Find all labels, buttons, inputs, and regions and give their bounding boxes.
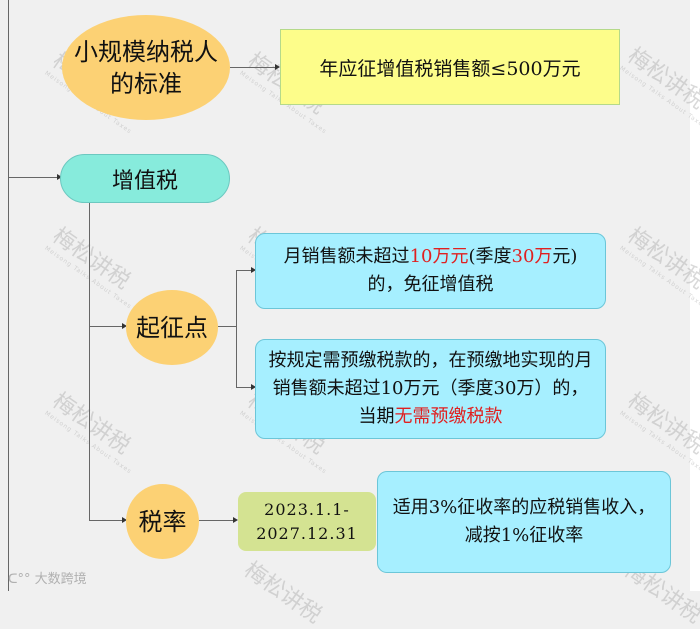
arrow-icon <box>57 174 62 180</box>
right-margin <box>690 0 700 591</box>
standard-text: 年应征增值税销售额≤500万元 <box>319 57 581 80</box>
arrow-icon <box>233 517 238 523</box>
small-taxpayer-node: 小规模纳税人 的标准 <box>62 15 230 120</box>
rate-description-box: 适用3%征收率的应税销售收入，减按1%征收率 <box>377 471 671 573</box>
vat-node: 增值税 <box>60 154 230 203</box>
rate-description-text: 适用3%征收率的应税销售收入，减按1%征收率 <box>392 497 656 546</box>
connector-line <box>89 520 125 521</box>
threshold-prepayment-box: 按规定需预缴税款的，在预缴地实现的月销售额未超过10万元（季度30万）的，当期无… <box>255 339 606 439</box>
brand-logo: ᑕ°° 大数跨境 <box>8 568 87 587</box>
connector-line <box>236 270 237 387</box>
connector-line <box>236 270 254 271</box>
vat-label: 增值税 <box>111 168 178 194</box>
small-taxpayer-label-line1: 小规模纳税人 <box>74 37 218 66</box>
connector-line <box>9 177 59 178</box>
rate-node: 税率 <box>126 484 199 559</box>
left-border-line <box>8 0 9 591</box>
logo-icon: ᑕ°° <box>8 572 31 587</box>
connector-line <box>218 326 236 327</box>
arrow-icon <box>251 384 256 390</box>
text-segment: 元)的，免征增值税 <box>367 246 578 295</box>
arrow-icon <box>251 267 256 273</box>
standard-box: 年应征增值税销售额≤500万元 <box>280 29 620 105</box>
threshold-label: 起征点 <box>136 313 208 342</box>
text-segment: 按规定需预缴税款的，在预缴地实现的月销售额未超过10万元（季度30万）的，当期 <box>268 350 593 427</box>
text-segment: (季度 <box>468 246 512 267</box>
rate-period-start: 2023.1.1- <box>264 499 350 519</box>
rate-period-box: 2023.1.1- 2027.12.31 <box>238 492 376 551</box>
arrow-icon <box>122 323 127 329</box>
connector-line <box>230 67 276 68</box>
arrow-icon <box>275 64 280 70</box>
small-taxpayer-label-line2: 的标准 <box>110 69 182 98</box>
threshold-node: 起征点 <box>126 290 218 365</box>
connector-line <box>89 326 125 327</box>
connector-line <box>89 203 90 520</box>
text-segment: 月销售额未超过 <box>283 246 410 267</box>
highlight-amount-monthly: 10万元 <box>409 246 469 267</box>
arrow-icon <box>122 517 127 523</box>
threshold-exemption-text: 月销售额未超过10万元(季度30万元)的，免征增值税 <box>268 243 593 299</box>
rate-period-end: 2027.12.31 <box>256 523 358 543</box>
rate-label: 税率 <box>138 507 187 536</box>
threshold-exemption-box: 月销售额未超过10万元(季度30万元)的，免征增值税 <box>255 233 606 309</box>
highlight-amount-quarterly: 30万 <box>511 246 553 267</box>
connector-line <box>236 387 254 388</box>
connector-line <box>199 520 235 521</box>
threshold-prepayment-text: 按规定需预缴税款的，在预缴地实现的月销售额未超过10万元（季度30万）的，当期无… <box>266 347 595 431</box>
highlight-no-prepayment: 无需预缴税款 <box>394 406 503 427</box>
logo-text: 大数跨境 <box>34 572 87 587</box>
